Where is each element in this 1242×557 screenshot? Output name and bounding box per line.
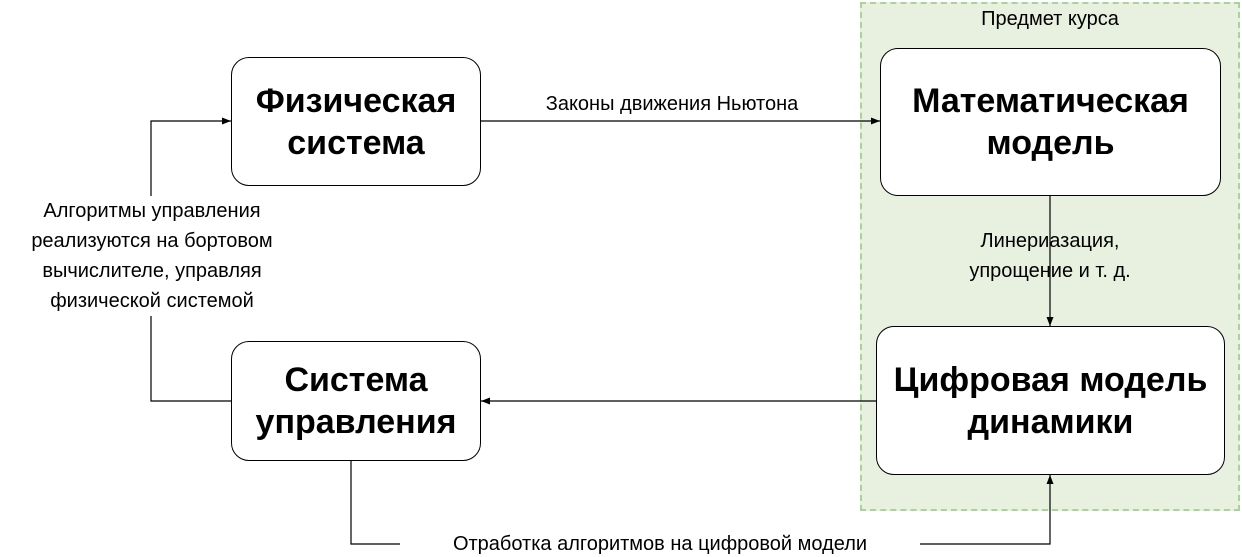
math-model-label: Математическая модель <box>912 82 1189 162</box>
digital-model-label: Цифровая модель динамики <box>893 360 1208 441</box>
algorithms-label: Алгоритмы управления реализуются на борт… <box>2 196 302 316</box>
course-subject-title: Предмет курса <box>981 8 1119 30</box>
testing-label: Отработка алгоритмов на цифровой модели <box>400 532 920 557</box>
math-model-node: Математическая модель <box>880 48 1221 196</box>
newton-laws-label: Законы движения Ньютона <box>545 93 799 115</box>
control-system-node: Система управления <box>231 341 481 461</box>
physical-system-node: Физическая система <box>231 57 481 186</box>
physical-system-label: Физическая система <box>255 81 457 162</box>
linearization-label: Линериазация, упрощение и т. д. <box>969 230 1131 282</box>
digital-model-node: Цифровая модель динамики <box>876 326 1225 475</box>
control-system-label: Система управления <box>255 361 457 441</box>
